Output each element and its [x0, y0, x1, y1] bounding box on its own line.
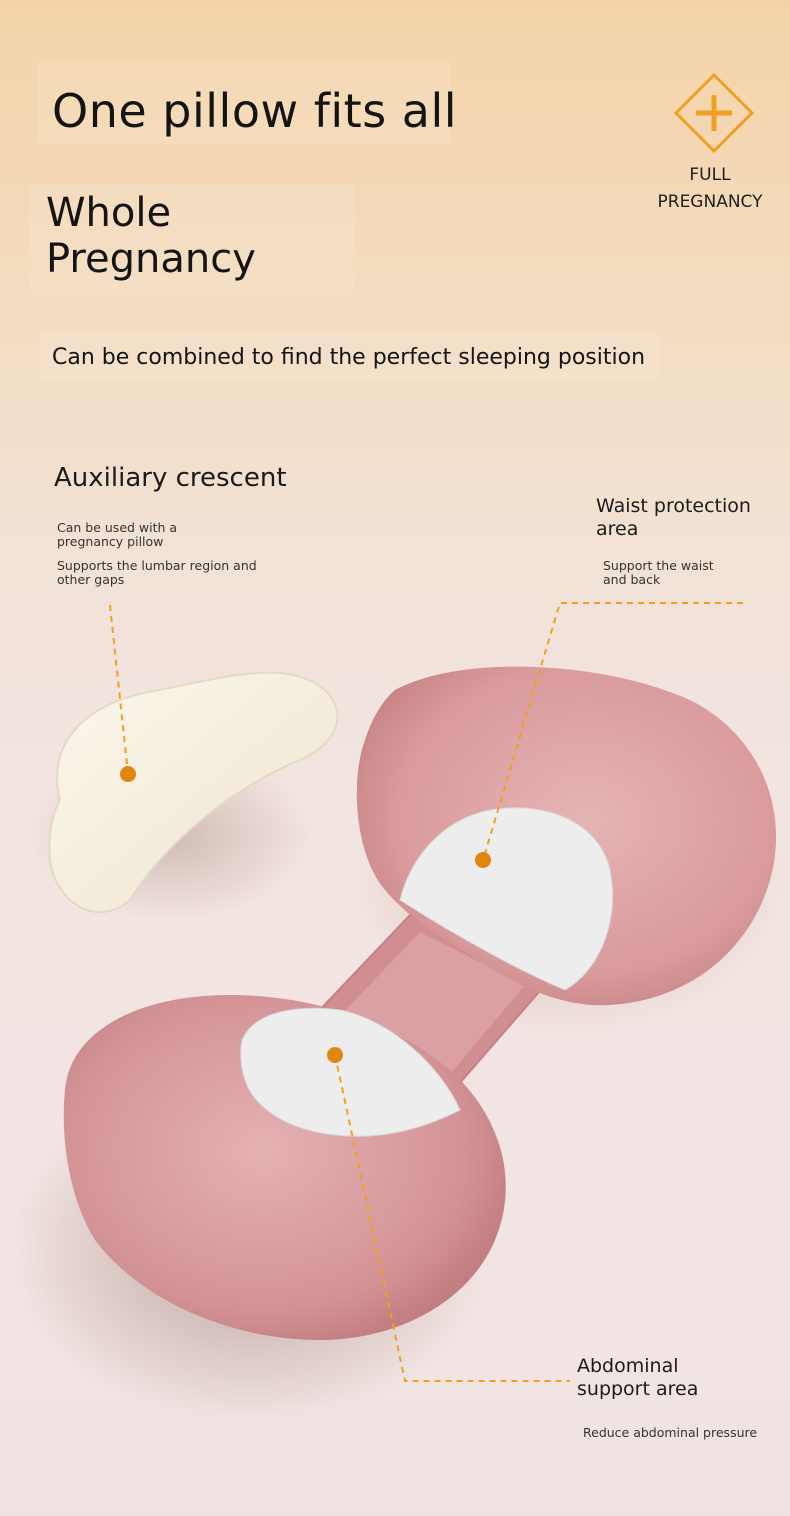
subtitle-line-2: Pregnancy — [46, 236, 256, 282]
page-title: One pillow fits all — [52, 84, 458, 138]
abdominal-title-line-2: support area — [577, 1378, 699, 1400]
abdominal-pillow-white-panel — [240, 1007, 461, 1137]
full-pregnancy-badge: FULL PREGNANCY — [655, 70, 771, 215]
waist-protection-title: Waist protection area — [596, 495, 751, 541]
abdominal-support-title: Abdominal support area — [577, 1355, 698, 1401]
callout-dot-crescent — [120, 766, 136, 782]
tagline: Can be combined to find the perfect slee… — [52, 345, 646, 370]
callout-dot-abdominal — [327, 1047, 343, 1063]
subtitle-line-1: Whole — [46, 190, 172, 236]
waist-title-line-1: Waist protection — [596, 495, 751, 517]
plus-diamond-icon — [674, 73, 754, 153]
auxiliary-desc-2-line-2: other gaps — [57, 572, 125, 587]
badge-label: FULL PREGNANCY — [655, 162, 765, 216]
callout-dot-waist — [475, 852, 491, 868]
badge-line-2: PREGNANCY — [657, 192, 763, 212]
subtitle: Whole Pregnancy — [46, 190, 256, 282]
auxiliary-crescent-pillow — [48, 671, 339, 914]
abdominal-support-desc: Reduce abdominal pressure — [583, 1425, 758, 1440]
tagline-box — [40, 333, 660, 381]
waist-desc-line-2: and back — [603, 572, 661, 587]
waist-title-line-2: area — [596, 518, 639, 540]
waist-protection-desc: Support the waist and back — [603, 559, 714, 587]
waist-desc-line-1: Support the waist — [603, 558, 714, 573]
auxiliary-desc-2-line-1: Supports the lumbar region and — [57, 558, 257, 573]
auxiliary-desc-1-line-2: pregnancy pillow — [57, 534, 164, 549]
callout-line-waist — [482, 602, 743, 861]
title-box — [38, 60, 450, 145]
waist-pillow-white-panel — [399, 807, 614, 991]
auxiliary-desc-1-line-1: Can be used with a — [57, 520, 178, 535]
callout-line-abdominal — [334, 1054, 570, 1382]
abdominal-title-line-1: Abdominal — [577, 1355, 679, 1377]
auxiliary-crescent-title: Auxiliary crescent — [54, 463, 287, 493]
subtitle-box — [30, 185, 354, 298]
auxiliary-crescent-desc-2: Supports the lumbar region and other gap… — [57, 559, 257, 587]
badge-line-1: FULL — [689, 165, 731, 185]
auxiliary-crescent-desc-1: Can be used with a pregnancy pillow — [57, 521, 177, 549]
